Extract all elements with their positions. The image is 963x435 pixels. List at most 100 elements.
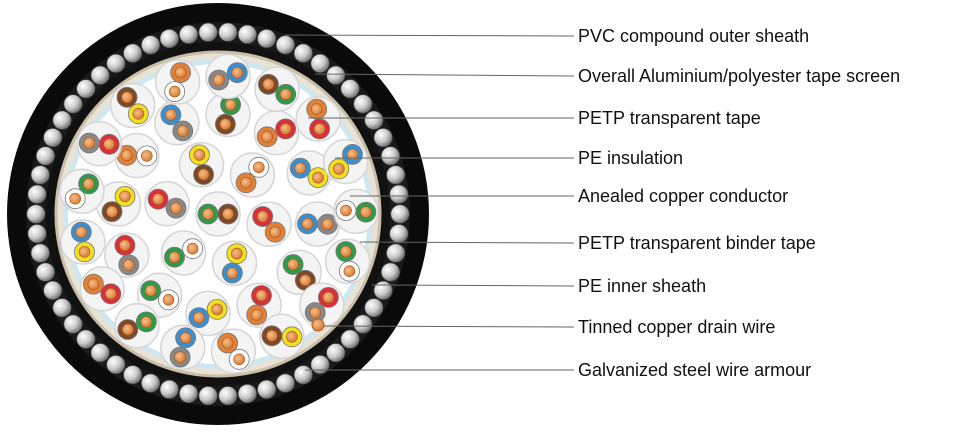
twisted-pair (286, 150, 332, 196)
armour-wire (123, 365, 143, 385)
twisted-pair (324, 238, 371, 285)
copper-conductor (193, 149, 206, 161)
armour-wire (179, 384, 199, 404)
copper-conductor (170, 202, 182, 214)
armour-wire (159, 379, 179, 399)
copper-conductor (266, 329, 278, 342)
copper-conductor (202, 208, 214, 220)
twisted-pair (76, 120, 123, 167)
label-pe-insulation: PE insulation (578, 148, 683, 168)
twisted-pair (60, 219, 106, 265)
armour-wires (26, 22, 410, 406)
label-drain-wire: Tinned copper drain wire (578, 317, 775, 337)
copper-conductor (231, 247, 243, 260)
copper-conductor (301, 218, 314, 230)
armour-wire (26, 204, 46, 224)
twisted-pair (195, 191, 241, 237)
copper-conductor (261, 131, 274, 143)
twisted-pair (246, 201, 292, 248)
armour-wire (364, 110, 384, 130)
leader-lines (284, 34, 575, 371)
label-inner-sheath: PE inner sheath (578, 276, 706, 296)
label-petp-tape: PETP transparent tape (578, 108, 761, 128)
twisted-pairs (59, 53, 379, 374)
copper-conductor (240, 177, 252, 189)
leader-line (323, 325, 575, 328)
armour-wire (380, 262, 400, 282)
copper-conductor (279, 123, 292, 135)
copper-conductor (123, 259, 135, 271)
armour-wire (27, 184, 47, 204)
copper-conductor (132, 108, 145, 120)
armour-wire (43, 280, 63, 300)
leader-line (314, 73, 575, 77)
copper-conductor (82, 178, 95, 190)
copper-conductor (322, 291, 335, 304)
armour-wire (353, 314, 373, 334)
armour-wire (63, 94, 83, 114)
armour-wire (364, 298, 384, 318)
copper-conductor (269, 226, 282, 238)
copper-conductor (103, 138, 115, 151)
twisted-pair (160, 324, 206, 371)
copper-conductor (221, 337, 234, 349)
armour-wire (90, 65, 110, 85)
label-conductor: Anealed copper conductor (578, 186, 788, 206)
armour-wire (390, 204, 410, 224)
copper-conductor (162, 293, 175, 306)
twisted-pair (322, 138, 369, 185)
copper-conductor (219, 118, 232, 130)
armour-wire (159, 29, 179, 49)
copper-conductor (121, 149, 133, 162)
copper-conductor (250, 309, 263, 321)
twisted-pair (185, 290, 231, 337)
copper-conductor (165, 109, 177, 121)
copper-conductor (105, 287, 117, 300)
copper-conductor (340, 245, 352, 258)
copper-conductor (294, 162, 307, 174)
copper-conductor (186, 242, 199, 255)
twisted-pair (294, 201, 341, 247)
armour-wire (218, 386, 238, 406)
copper-conductor (287, 258, 299, 271)
armour-wire (326, 343, 346, 363)
copper-conductor (346, 148, 359, 161)
twisted-pair (114, 132, 160, 179)
twisted-pair (154, 100, 200, 146)
armour-wire (123, 43, 143, 63)
copper-conductor (197, 168, 210, 181)
twisted-pair (236, 282, 282, 328)
armour-wire (237, 24, 257, 44)
copper-conductor (87, 278, 100, 290)
label-binder-tape: PETP transparent binder tape (578, 233, 816, 253)
twisted-pair (104, 232, 150, 278)
leader-line (359, 241, 575, 244)
armour-wire (27, 224, 47, 244)
twisted-pair (160, 230, 207, 276)
copper-conductor (212, 74, 225, 86)
armour-wire (76, 329, 96, 349)
twisted-pair (178, 141, 225, 188)
armour-wire (90, 343, 110, 363)
copper-conductor (279, 88, 292, 101)
twisted-pair (205, 91, 251, 138)
armour-wire (326, 65, 346, 85)
copper-conductor (179, 331, 192, 344)
armour-wire (198, 386, 218, 406)
armour-wire (63, 314, 83, 334)
armour-wire (106, 355, 126, 375)
label-outer-sheath: PVC compound outer sheath (578, 26, 809, 46)
armour-wire (52, 298, 72, 318)
twisted-pair (276, 249, 322, 296)
armour-wire (340, 329, 360, 349)
copper-conductor (144, 284, 157, 297)
leader-line (371, 284, 575, 287)
armour-wire (30, 243, 50, 263)
twisted-pair (253, 110, 300, 156)
copper-conductor (262, 78, 275, 91)
copper-conductor (75, 226, 88, 238)
armour-wire (43, 128, 63, 148)
armour-wire (257, 29, 277, 49)
copper-conductor (233, 353, 245, 366)
